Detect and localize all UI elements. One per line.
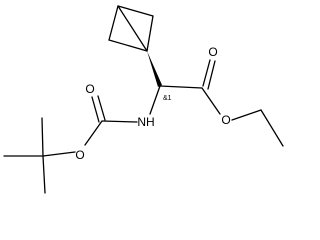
bond — [84, 120, 103, 146]
bond — [146, 15, 154, 52]
bond — [149, 85, 161, 115]
amine-nitrogen-label: NH — [137, 115, 154, 129]
bond — [201, 87, 221, 115]
bond — [117, 5, 154, 17]
bond — [41, 117, 44, 157]
carbonyl-oxygen-carbamate-label: O — [85, 82, 94, 96]
stereo-annotation: &1 — [163, 95, 172, 102]
ester-group — [159, 59, 284, 147]
molecule-structure: O O NH O O &1 — [3, 5, 284, 194]
bond — [108, 39, 148, 52]
bond — [231, 109, 262, 121]
bond — [108, 5, 119, 41]
carbamate-group — [42, 85, 161, 157]
wedge-bond — [147, 51, 162, 87]
tert-butyl-group — [3, 117, 46, 194]
bond — [159, 85, 203, 89]
bond — [97, 95, 106, 121]
bond — [101, 120, 138, 123]
bond — [42, 155, 46, 194]
bond — [207, 60, 216, 90]
carbonyl-oxygen-ester-label: O — [208, 45, 217, 59]
bicyclopentane-cage — [108, 5, 154, 52]
bond — [42, 151, 76, 157]
bond — [91, 96, 100, 123]
bond — [117, 5, 148, 52]
ether-oxygen-carbamate-label: O — [75, 148, 84, 162]
ether-oxygen-ester-label: O — [221, 113, 230, 127]
bond — [202, 59, 211, 87]
bond — [260, 109, 284, 147]
